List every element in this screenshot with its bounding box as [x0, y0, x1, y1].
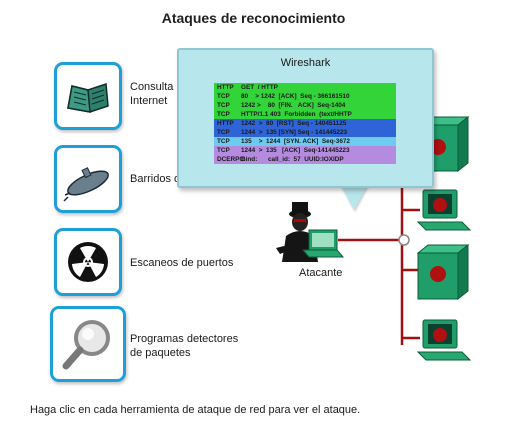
packet-info: 1242 > 80 [RST] Seq - 140451125	[241, 120, 347, 127]
packet-info: 135 > 1244 [SYN. ACK] Seq-3672	[241, 138, 350, 145]
wireshark-panel: Wireshark HTTP GET / HTTP TCP 80 > 1242 [AC…	[177, 48, 434, 188]
wireshark-title: Wireshark	[280, 57, 331, 69]
tool-label-line2: de paquetes	[130, 347, 191, 359]
callout-pointer	[340, 184, 368, 210]
packet-info: GET / HTTP	[241, 84, 278, 91]
packet-protocol: TCP	[217, 93, 230, 100]
tool-button-internet-query[interactable]	[54, 62, 122, 130]
packet-protocol: TCP	[217, 111, 230, 118]
radiation-icon	[68, 242, 108, 282]
tool-label-line1: Consulta	[130, 81, 174, 93]
hub-icon	[398, 234, 410, 246]
instructions-text: Haga clic en cada herramienta de ataque …	[30, 404, 361, 416]
packet-list: HTTP GET / HTTP TCP 80 > 1242 [ACK] Seq - 3…	[214, 83, 396, 164]
book-icon	[67, 82, 109, 113]
laptop-icon	[301, 229, 345, 258]
computer-icon	[416, 189, 472, 231]
packet-protocol: TCP	[217, 129, 230, 136]
tool-label-line2: Internet	[130, 95, 168, 107]
packet-protocol: DCERPC	[217, 156, 244, 163]
packet-row: TCP 1242 > 80 [FIN. ACK] Seq-1404	[214, 101, 396, 110]
tool-label-line1: Programas detectores	[130, 333, 239, 345]
submarine-icon	[63, 167, 109, 202]
tool-label-packet-sniffer[interactable]: Programas detectores de paquetes	[130, 332, 238, 360]
packet-info: Bind: call_id: 57 UUID:IOXIDP	[241, 156, 344, 163]
packet-row: TCP 135 > 1244 [SYN. ACK] Seq-3672	[214, 137, 396, 146]
page-title: Ataques de reconocimiento	[161, 10, 346, 26]
packet-protocol: HTTP	[217, 120, 234, 127]
tool-label-port-scan[interactable]: Escaneos de puertos	[130, 256, 233, 270]
packet-info: 80 > 1242 [ACK] Seq - 366161510	[241, 93, 350, 100]
packet-info: 1242 > 80 [FIN. ACK] Seq-1404	[241, 102, 346, 109]
packet-info: HTTP/1.1 403 Forbidden (text/HHTP	[241, 111, 352, 118]
packet-row: HTTP GET / HTTP	[214, 83, 396, 92]
packet-row: TCP 1244 > 135 [SYN] Seq - 141445223	[214, 128, 396, 137]
packet-protocol: TCP	[217, 138, 230, 145]
packet-info: 1244 > 135 [ACK] Seq-141445223	[241, 147, 350, 154]
packet-row: DCERPCBind: call_id: 57 UUID:IOXIDP	[214, 155, 396, 164]
packet-row: TCP HTTP/1.1 403 Forbidden (text/HHTP	[214, 110, 396, 119]
packet-protocol: TCP	[217, 102, 230, 109]
tool-button-ping-sweep[interactable]	[54, 145, 122, 213]
magnifier-icon	[62, 320, 110, 370]
attacker-label: Atacante	[299, 267, 343, 279]
packet-row: TCP 1244 > 135 [ACK] Seq-141445223	[214, 146, 396, 155]
computer-icon	[416, 319, 472, 361]
tool-button-port-scan[interactable]	[54, 228, 122, 296]
packet-row: HTTP 1242 > 80 [RST] Seq - 140451125	[214, 119, 396, 128]
tool-label-internet-query[interactable]: Consulta Internet	[130, 80, 173, 108]
server-icon	[416, 243, 470, 301]
packet-protocol: HTTP	[217, 84, 234, 91]
packet-protocol: TCP	[217, 147, 230, 154]
tool-button-packet-sniffer[interactable]	[50, 306, 126, 382]
packet-info: 1244 > 135 [SYN] Seq - 141445223	[241, 129, 348, 136]
tool-label-line1: Escaneos de puertos	[130, 257, 234, 269]
packet-row: TCP 80 > 1242 [ACK] Seq - 366161510	[214, 92, 396, 101]
